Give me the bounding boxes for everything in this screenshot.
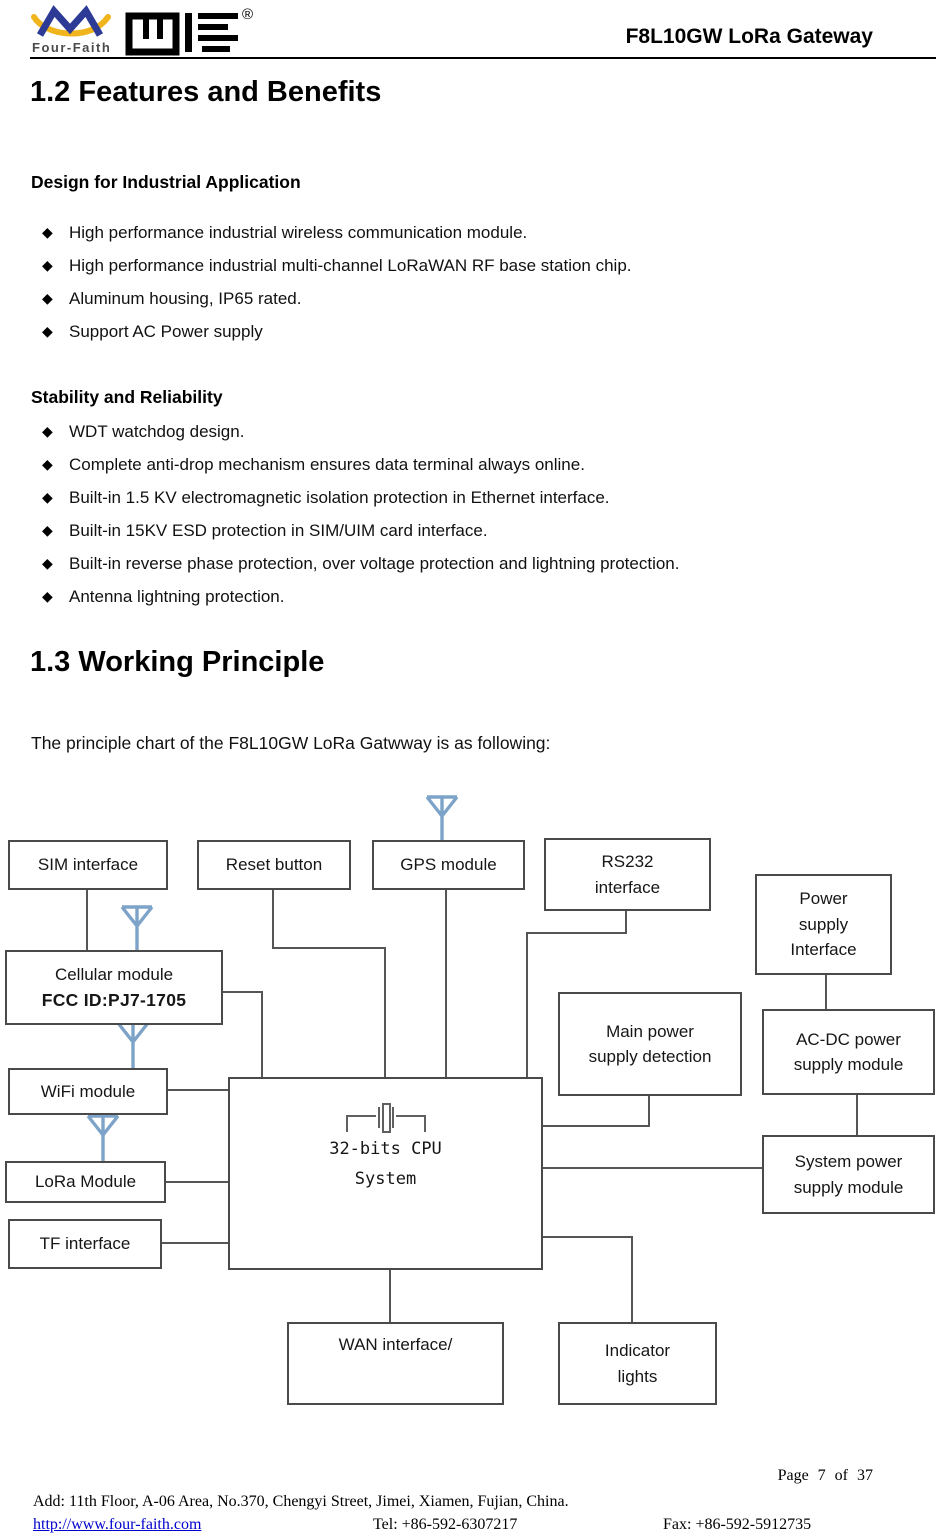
cellular-module-label: Cellular module <box>54 964 174 984</box>
connector-line <box>166 1089 229 1091</box>
connector-line <box>625 909 627 934</box>
feature-item: ◆ Built-in reverse phase protection, over… <box>31 547 929 580</box>
feature-item-text: Built-in 1.5 KV electromagnetic isolatio… <box>69 487 610 507</box>
diagram-box-sim-interface: SIM interface <box>8 840 168 890</box>
connector-line <box>86 888 88 952</box>
diamond-bullet-icon: ◆ <box>42 257 53 274</box>
feature-item: ◆ High performance industrial multi-chann… <box>31 249 929 282</box>
diagram-box-system-power-module: System power supply module <box>762 1135 935 1214</box>
doc-title: F8L10GW LoRa Gateway <box>625 25 873 48</box>
connector-line <box>384 947 386 1079</box>
connector-line <box>856 1093 858 1135</box>
cn-logo <box>125 12 238 56</box>
diagram-box-rs232-interface: RS232 interface <box>544 838 711 911</box>
connector-line <box>541 1236 633 1238</box>
feature-item-text: High performance industrial multi-channe… <box>69 255 632 275</box>
diamond-bullet-icon: ◆ <box>42 555 53 572</box>
group-title-industrial: Design for Industrial Application <box>31 172 301 192</box>
antenna-icon <box>86 1114 120 1163</box>
registered-mark-icon: ® <box>242 6 253 23</box>
connector-line <box>164 1181 229 1183</box>
crystal-oscillator-icon <box>345 1103 426 1133</box>
diamond-bullet-icon: ◆ <box>42 290 53 307</box>
diagram-box-wifi-module: WiFi module <box>8 1068 168 1115</box>
diamond-bullet-icon: ◆ <box>42 224 53 241</box>
footer-address: Add: 11th Floor, A-06 Area, No.370, Chen… <box>33 1493 569 1510</box>
fcc-id-label: FCC ID:PJ7-1705 <box>41 990 187 1011</box>
connector-line <box>825 973 827 1010</box>
diamond-bullet-icon: ◆ <box>42 588 53 605</box>
connector-line <box>445 888 447 1079</box>
feature-list-stability: ◆ WDT watchdog design. ◆ Complete anti-dro… <box>31 415 929 613</box>
feature-item: ◆ Antenna lightning protection. <box>31 580 929 613</box>
feature-item-text: Built-in reverse phase protection, over … <box>69 553 680 573</box>
connector-line <box>526 932 627 934</box>
feature-item-text: WDT watchdog design. <box>69 421 245 441</box>
diagram-box-gps-module: GPS module <box>372 840 525 890</box>
connector-line <box>389 1268 391 1322</box>
connector-line <box>541 1167 762 1169</box>
diagram-box-cellular-module: Cellular module FCC ID:PJ7-1705 <box>5 950 223 1025</box>
diamond-bullet-icon: ◆ <box>42 456 53 473</box>
four-faith-logo: Four-Faith ® <box>31 5 253 56</box>
diamond-bullet-icon: ◆ <box>42 522 53 539</box>
connector-line <box>272 947 386 949</box>
footer-fax: Fax: +86-592-5912735 <box>663 1516 812 1533</box>
section-heading-working: 1.3 Working Principle <box>30 646 325 678</box>
diagram-box-cpu-system: 32-bits CPU System <box>228 1077 543 1270</box>
diamond-bullet-icon: ◆ <box>42 423 53 440</box>
antenna-icon <box>116 1021 150 1070</box>
connector-line <box>541 1125 649 1127</box>
diagram-box-reset-button: Reset button <box>197 840 351 890</box>
feature-item-text: Aluminum housing, IP65 rated. <box>69 288 302 308</box>
feature-item: ◆ High performance industrial wireless co… <box>31 216 929 249</box>
feature-list-industrial: ◆ High performance industrial wireless co… <box>31 216 929 348</box>
diagram-box-indicator-lights: Indicator lights <box>558 1322 717 1405</box>
feature-item-text: High performance industrial wireless com… <box>69 222 528 242</box>
group-title-stability: Stability and Reliability <box>31 387 223 407</box>
section-heading-features: 1.2 Features and Benefits <box>30 76 382 108</box>
feature-item: ◆ Support AC Power supply <box>31 315 929 348</box>
connector-line <box>221 991 263 993</box>
cpu-label: 32-bits CPU System <box>329 1139 442 1189</box>
diagram-box-lora-module: LoRa Module <box>5 1161 166 1203</box>
feature-item: ◆ Aluminum housing, IP65 rated. <box>31 282 929 315</box>
working-intro-text: The principle chart of the F8L10GW LoRa … <box>31 733 551 753</box>
logo-m-mark <box>36 5 104 37</box>
feature-item: ◆ Built-in 15KV ESD protection in SIM/UIM… <box>31 514 929 547</box>
connector-line <box>272 888 274 949</box>
feature-item: ◆ Built-in 1.5 KV electromagnetic isolati… <box>31 481 929 514</box>
antenna-icon <box>120 905 154 954</box>
feature-item-text: Antenna lightning protection. <box>69 586 285 606</box>
diagram-box-tf-interface: TF interface <box>8 1219 162 1269</box>
feature-item-text: Complete anti-drop mechanism ensures dat… <box>69 454 585 474</box>
connector-line <box>648 1094 650 1127</box>
diagram-box-main-power-detection: Main power supply detection <box>558 992 742 1096</box>
footer-website-link[interactable]: http://www.four-faith.com <box>33 1516 202 1533</box>
antenna-icon <box>425 795 459 844</box>
diamond-bullet-icon: ◆ <box>42 489 53 506</box>
brand-wordmark: Four-Faith <box>32 40 111 55</box>
diagram-box-wan-interface: WAN interface/ <box>287 1322 504 1405</box>
feature-item: ◆ Complete anti-drop mechanism ensures da… <box>31 448 929 481</box>
connector-line <box>526 932 528 1079</box>
connector-line <box>160 1242 229 1244</box>
header-rule <box>30 57 936 59</box>
footer-tel: Tel: +86-592-6307217 <box>373 1516 518 1533</box>
diagram-box-acdc-power-module: AC-DC power supply module <box>762 1009 935 1095</box>
feature-item-text: Support AC Power supply <box>69 321 263 341</box>
feature-item: ◆ WDT watchdog design. <box>31 415 929 448</box>
diamond-bullet-icon: ◆ <box>42 323 53 340</box>
footer-page-number: Page 7 of 37 <box>777 1467 873 1484</box>
connector-line <box>261 991 263 1079</box>
feature-item-text: Built-in 15KV ESD protection in SIM/UIM … <box>69 520 488 540</box>
diagram-box-power-supply-interface: Power supply Interface <box>755 874 892 975</box>
connector-line <box>631 1236 633 1324</box>
